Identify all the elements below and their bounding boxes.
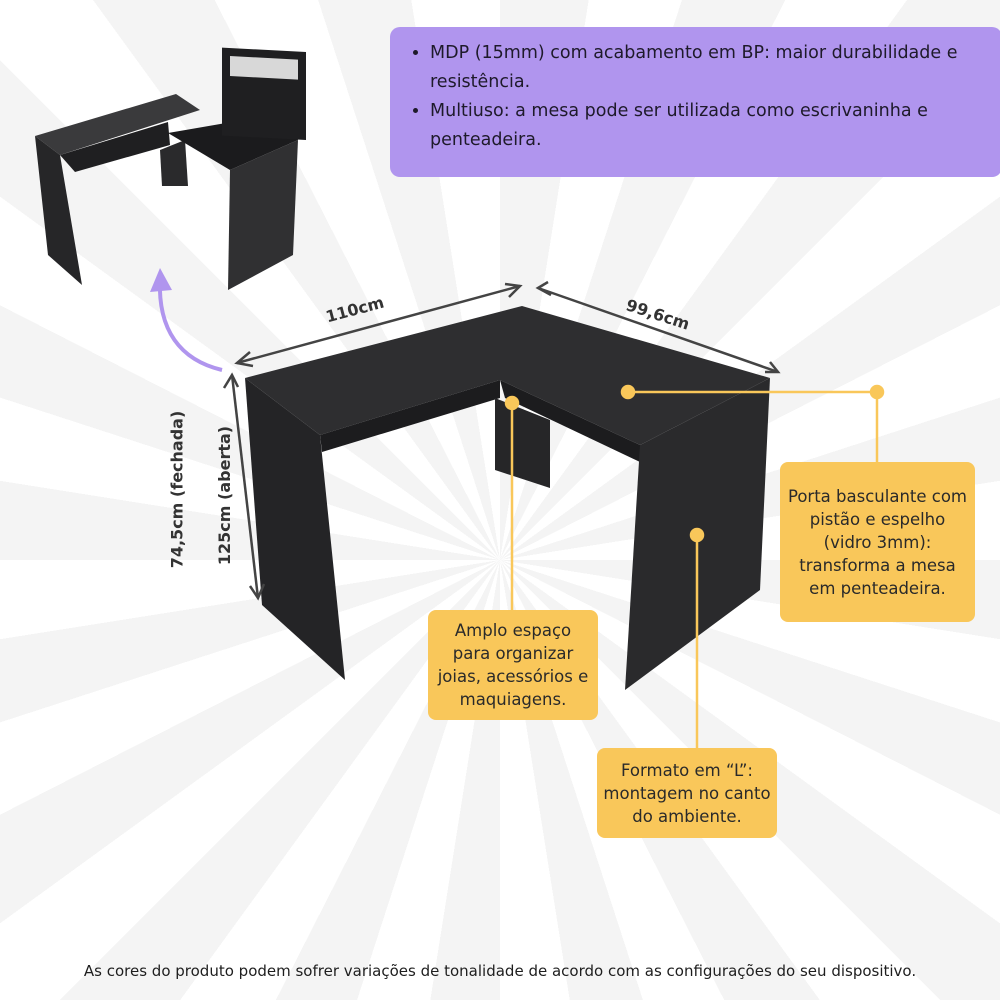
callout-storage: Amplo espaço para organizar joias, acess…: [428, 610, 598, 720]
desk-open-thumbnail: [35, 47, 306, 290]
feature-item: MDP (15mm) com acabamento em BP: maior d…: [430, 39, 982, 97]
arrow-head-icon: [150, 268, 172, 292]
dimension-lines: [222, 280, 781, 601]
height-closed-label: 74,5cm (fechada): [167, 410, 187, 569]
curved-arrow-icon: [157, 279, 223, 372]
feature-item: Multiuso: a mesa pode ser utilizada como…: [430, 97, 982, 155]
height-open-label: 125cm (aberta): [215, 425, 235, 566]
features-box: MDP (15mm) com acabamento em BP: maior d…: [390, 27, 1000, 177]
callout-shape: Formato em “L”: montagem no canto do amb…: [597, 748, 777, 838]
color-disclaimer: As cores do produto podem sofrer variaçõ…: [83, 962, 917, 980]
callout-leaders: [504, 384, 885, 748]
desk-closed: [245, 306, 770, 690]
callout-door: Porta basculante com pistão e espelho (v…: [780, 462, 975, 622]
